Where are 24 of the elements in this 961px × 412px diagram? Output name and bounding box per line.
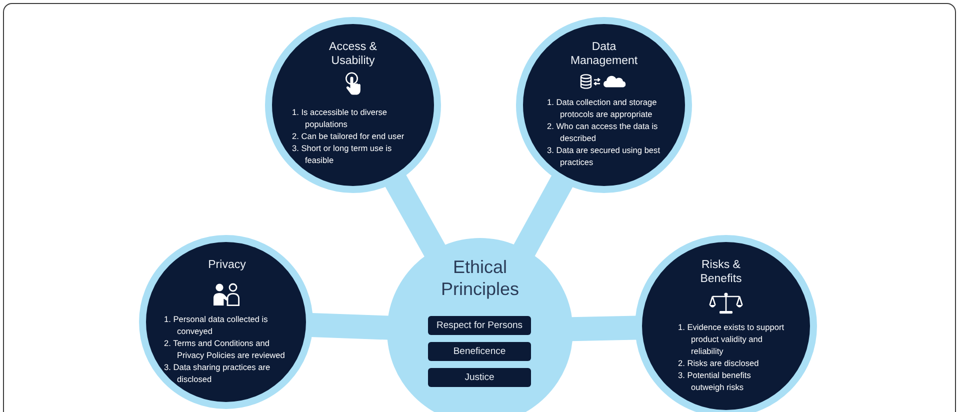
- list-item: 2. Who can access the data is described: [547, 120, 659, 144]
- circle-title: Access & Usability: [328, 40, 378, 68]
- list-item: 3. Data are secured using best practices: [547, 144, 661, 168]
- list-item: 2. Terms and Conditions and Privacy Policies are reviewed: [164, 337, 286, 361]
- hub-title: Ethical Principles: [440, 256, 520, 300]
- connector-stem: [384, 174, 446, 258]
- principle-box: Beneficence: [428, 342, 531, 361]
- circle-title: Privacy: [207, 258, 247, 272]
- connector-stem: [571, 316, 637, 342]
- list-item: 2. Risks are disclosed: [678, 357, 760, 369]
- list-item: 3. Short or long term use is feasible: [292, 142, 393, 166]
- list-item: 3. Potential benefits outweigh risks: [678, 369, 752, 393]
- connector-stem: [310, 313, 390, 340]
- circle-title: Risks & Benefits: [699, 258, 743, 286]
- list-item: 1. Evidence exists to support product validity and reliability: [678, 321, 786, 357]
- connector-stem: [513, 175, 573, 257]
- list-item: 2. Can be tailored for end user: [292, 130, 406, 142]
- circle-title: Data Management: [569, 40, 639, 68]
- list-item: 1. Data collection and storage protocols are appropriate: [547, 96, 658, 120]
- list-item: 3. Data sharing practices are disclosed: [164, 361, 272, 385]
- list-item: 1. Personal data collected is conveyed: [164, 313, 269, 337]
- principle-box: Justice: [428, 368, 531, 387]
- list-item: 1. Is accessible to diverse populations: [292, 106, 388, 130]
- principle-box: Respect for Persons: [428, 316, 531, 335]
